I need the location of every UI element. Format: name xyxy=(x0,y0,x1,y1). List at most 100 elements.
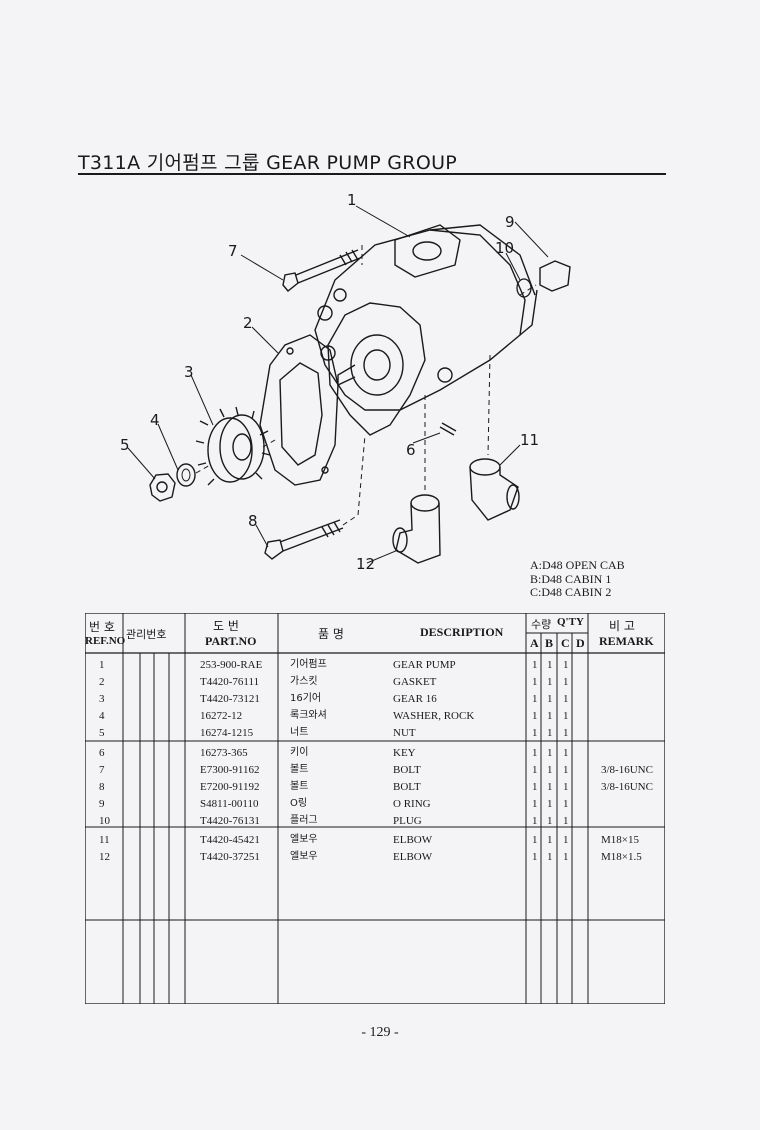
cell-ref: 9 xyxy=(99,798,105,810)
cell-qty-c: 1 xyxy=(563,676,569,688)
cell-qty-a: 1 xyxy=(532,727,538,739)
elbow-upper xyxy=(469,458,520,521)
cell-qty-b: 1 xyxy=(547,747,553,759)
cell-qty-c: 1 xyxy=(563,798,569,810)
callout-10: 10 xyxy=(495,239,514,257)
cell-remark: M18×1.5 xyxy=(601,851,642,863)
callout-5: 5 xyxy=(120,436,130,454)
cell-ref: 12 xyxy=(99,851,110,863)
cell-part-no: E7300-91162 xyxy=(200,764,260,776)
cell-remark: 3/8-16UNC xyxy=(601,764,653,776)
cell-qty-b: 1 xyxy=(547,676,553,688)
cell-description: GEAR PUMP xyxy=(393,659,456,671)
cell-ref: 4 xyxy=(99,710,105,722)
page-title: T311A 기어펌프 그룹 GEAR PUMP GROUP xyxy=(78,152,458,174)
header-remark-en: REMARK xyxy=(599,634,654,648)
cell-description: O RING xyxy=(393,798,431,810)
cell-description: WASHER, ROCK xyxy=(393,710,475,722)
bolt-lower xyxy=(264,519,344,560)
cell-qty-c: 1 xyxy=(563,659,569,671)
header-qty-b: B xyxy=(545,636,554,650)
cell-description: PLUG xyxy=(393,815,422,827)
title-rule xyxy=(78,173,666,175)
cell-name-ko: 엘보우 xyxy=(290,851,318,862)
cell-description: GASKET xyxy=(393,676,437,688)
callout-12: 12 xyxy=(356,555,375,573)
callout-7: 7 xyxy=(228,242,238,260)
parts-table: 번 호 REF.NO 관리번호 도 번 PART.NO 품 명 DESCRIPT… xyxy=(85,613,665,1004)
cell-qty-a: 1 xyxy=(532,781,538,793)
cell-name-ko: 가스킷 xyxy=(290,676,318,687)
cell-name-ko: 록크와셔 xyxy=(290,710,327,721)
header-qty-d: D xyxy=(576,636,585,650)
callout-2: 2 xyxy=(243,314,253,332)
pump-body xyxy=(314,229,526,411)
cell-qty-b: 1 xyxy=(547,710,553,722)
cell-ref: 7 xyxy=(99,764,105,776)
lock-washer xyxy=(176,463,196,487)
nut xyxy=(149,473,176,502)
callout-4: 4 xyxy=(150,411,160,429)
variant-c: C:D48 CABIN 2 xyxy=(530,585,612,599)
cell-qty-a: 1 xyxy=(532,747,538,759)
cell-description: ELBOW xyxy=(393,834,433,846)
cell-part-no: 16272-12 xyxy=(200,710,243,722)
cell-part-no: 16274-1215 xyxy=(200,727,254,739)
cell-part-no: E7200-91192 xyxy=(200,781,260,793)
cell-name-ko: O링 xyxy=(290,798,308,809)
cell-description: GEAR 16 xyxy=(393,693,437,705)
cell-name-ko: 16기어 xyxy=(290,693,322,704)
cell-qty-b: 1 xyxy=(547,798,553,810)
cell-qty-a: 1 xyxy=(532,693,538,705)
cell-qty-c: 1 xyxy=(563,781,569,793)
cell-ref: 11 xyxy=(99,834,110,846)
exploded-diagram: 1 2 3 4 5 6 7 8 9 10 11 12 xyxy=(120,191,571,573)
cell-name-ko: 볼트 xyxy=(290,764,309,775)
cell-qty-c: 1 xyxy=(563,727,569,739)
cell-qty-a: 1 xyxy=(532,834,538,846)
elbow-lower xyxy=(392,494,441,564)
cell-qty-c: 1 xyxy=(563,834,569,846)
header-name-ko: 품 명 xyxy=(318,627,344,641)
cell-qty-a: 1 xyxy=(532,798,538,810)
callout-11: 11 xyxy=(520,431,539,449)
cell-qty-c: 1 xyxy=(563,710,569,722)
cell-ref: 5 xyxy=(99,727,105,739)
header-description: DESCRIPTION xyxy=(420,625,504,639)
cell-part-no: 16273-365 xyxy=(200,747,248,759)
cell-name-ko: 엘보우 xyxy=(290,834,318,845)
cell-qty-a: 1 xyxy=(532,815,538,827)
cell-part-no: T4420-76131 xyxy=(200,815,260,827)
cell-qty-b: 1 xyxy=(547,851,553,863)
model-variant-legend: A:D48 OPEN CAB B:D48 CABIN 1 C:D48 CABIN… xyxy=(530,558,625,600)
header-qty-a: A xyxy=(530,636,539,650)
header-remark-ko: 비 고 xyxy=(609,619,635,633)
cell-qty-c: 1 xyxy=(563,693,569,705)
variant-b: B:D48 CABIN 1 xyxy=(530,571,612,586)
cell-part-no: T4420-45421 xyxy=(200,834,260,846)
cell-qty-b: 1 xyxy=(547,764,553,776)
cell-description: BOLT xyxy=(393,781,421,793)
cell-qty-b: 1 xyxy=(547,834,553,846)
cell-remark: M18×15 xyxy=(601,834,639,846)
cell-name-ko: 키이 xyxy=(290,747,309,758)
cell-description: BOLT xyxy=(393,764,421,776)
cell-qty-a: 1 xyxy=(532,710,538,722)
cell-qty-b: 1 xyxy=(547,693,553,705)
parts-table-grid xyxy=(85,613,665,1004)
gasket xyxy=(259,334,339,486)
bolt-upper xyxy=(282,249,361,292)
cell-qty-c: 1 xyxy=(563,815,569,827)
cell-name-ko: 플러그 xyxy=(290,815,318,826)
cell-ref: 2 xyxy=(99,676,105,688)
cell-ref: 1 xyxy=(99,659,105,671)
callout-8: 8 xyxy=(248,512,258,530)
cell-qty-c: 1 xyxy=(563,851,569,863)
cell-qty-b: 1 xyxy=(547,781,553,793)
variant-a: A:D48 OPEN CAB xyxy=(530,558,625,572)
cell-qty-b: 1 xyxy=(547,727,553,739)
cell-part-no: T4420-76111 xyxy=(200,676,260,688)
cell-description: NUT xyxy=(393,727,416,739)
callout-1: 1 xyxy=(347,191,357,209)
cell-part-no: T4420-37251 xyxy=(200,851,260,863)
